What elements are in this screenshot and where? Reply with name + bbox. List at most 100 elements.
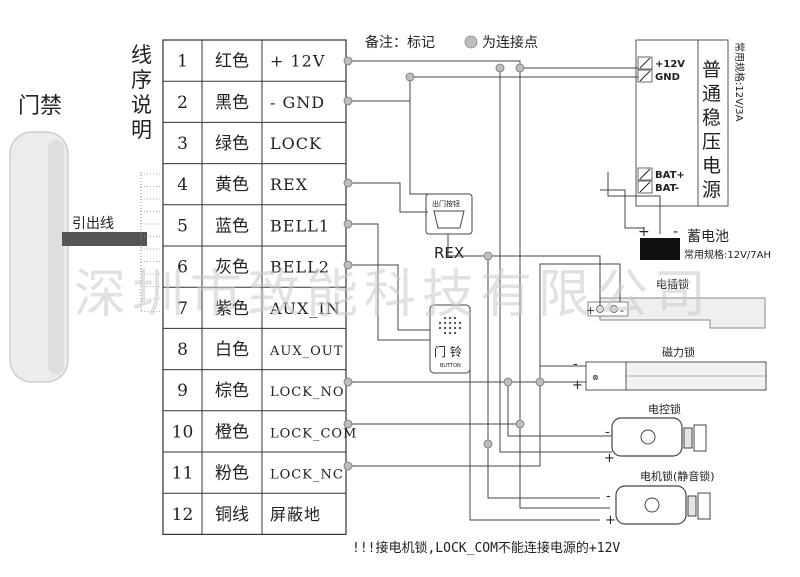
wire-signal: - GND xyxy=(270,93,325,112)
doorbell-sub: BUTTON xyxy=(440,363,461,369)
power-supply-name-char: 压 xyxy=(702,131,721,153)
connection-point xyxy=(343,96,353,106)
wire xyxy=(499,68,612,453)
lock-plus-sign: + xyxy=(572,378,583,393)
note-suffix: 为连接点 xyxy=(482,34,538,51)
heading-char: 说 xyxy=(131,93,152,117)
table-row: 3 绿色 LOCK xyxy=(177,134,322,154)
wire-number: 3 xyxy=(177,134,188,154)
grille-hole xyxy=(448,321,452,325)
wire xyxy=(487,444,600,499)
wire-number: 12 xyxy=(172,505,194,525)
lock-minus-sign: - xyxy=(573,357,578,372)
motor-lock-strike xyxy=(687,495,697,517)
table-row: 2 黑色 - GND xyxy=(177,93,325,113)
rex-button: 出门按钮 REX xyxy=(425,193,473,262)
note: 备注：标记 为连接点 xyxy=(365,34,538,51)
terminal-bat-plus: BAT+ xyxy=(655,170,685,181)
bolt-lock-screw xyxy=(610,305,618,313)
grille-hole xyxy=(458,321,462,325)
rex-button-face xyxy=(433,210,465,229)
wire xyxy=(507,382,612,437)
wire xyxy=(488,255,601,306)
grille-hole xyxy=(448,331,452,335)
table-heading: 线 序 说 明 xyxy=(131,43,152,142)
connection-point xyxy=(483,439,493,449)
doorbell-name: 门 铃 xyxy=(434,344,462,359)
wire xyxy=(409,77,448,195)
mag-lock-mark: ⊗ xyxy=(592,373,599,382)
power-supply: +12V GND BAT+ BAT- 普 通 稳 压 电 源 常用规格:12V/… xyxy=(635,39,746,207)
lock-plus-sign: + xyxy=(604,451,615,466)
lead-cable xyxy=(62,232,147,246)
control-lock-keeper xyxy=(693,424,707,452)
connection-point-legend xyxy=(464,35,478,49)
wire-number: 11 xyxy=(172,464,194,484)
lock-plus-sign: + xyxy=(605,513,616,528)
connection-point xyxy=(343,461,353,471)
wire-color: 紫色 xyxy=(215,299,249,319)
wire-number: 6 xyxy=(177,258,188,278)
wire-color: 绿色 xyxy=(215,134,249,154)
grille-hole xyxy=(438,326,442,330)
wire-number: 1 xyxy=(177,52,188,72)
lock-name: 电插锁 xyxy=(656,277,689,291)
wire-signal: REX xyxy=(270,175,308,194)
bolt-lock-rail xyxy=(599,297,766,329)
wire-number: 2 xyxy=(177,93,188,113)
control-lock-cylinder xyxy=(640,429,656,445)
grille-hole xyxy=(448,326,452,330)
wire xyxy=(348,264,430,331)
heading-char: 明 xyxy=(131,118,152,142)
lock-electric-bolt: 电插锁 + - xyxy=(586,277,766,329)
wire-number: 4 xyxy=(177,175,188,195)
wire-signal: LOCK_COM xyxy=(270,426,357,441)
power-supply-name-char: 电 xyxy=(702,155,721,177)
lock-name: 电机锁(静音锁) xyxy=(640,469,715,483)
wire-color: 橙色 xyxy=(215,422,249,442)
wire-color: 黑色 xyxy=(215,93,249,113)
wire-signal: LOCK xyxy=(270,134,322,153)
power-supply-name-char: 源 xyxy=(702,179,721,201)
terminal-bat-minus: BAT- xyxy=(655,183,679,194)
battery-spec: 常用规格:12V/7AH xyxy=(684,248,771,261)
wire-color: 白色 xyxy=(215,340,249,360)
wire-signal: LOCK_NC xyxy=(270,468,344,483)
connection-points xyxy=(343,56,545,471)
wire xyxy=(348,263,621,383)
connection-point xyxy=(503,377,513,387)
wire-color: 棕色 xyxy=(215,381,249,401)
grille-hole xyxy=(453,316,457,320)
wire-signal: AUX_OUT xyxy=(269,344,343,359)
terminal-plus12v: +12V xyxy=(655,59,685,70)
wire-signal: AUX_IN xyxy=(269,299,341,318)
wire xyxy=(447,234,489,444)
lock-minus-sign: - xyxy=(605,425,610,440)
wire xyxy=(348,223,430,341)
lock-name: 磁力锁 xyxy=(662,345,695,359)
wire-color: 蓝色 xyxy=(215,216,249,236)
connection-point xyxy=(343,219,353,229)
wire xyxy=(348,182,428,213)
power-terminals: +12V GND BAT+ BAT- xyxy=(637,56,685,194)
rex-button-top-label: 出门按钮 xyxy=(432,199,460,208)
wire-number: 10 xyxy=(172,422,194,442)
connection-point xyxy=(535,377,545,387)
motor-lock-cylinder xyxy=(644,497,660,513)
bolt-lock-terminal-block xyxy=(587,301,629,317)
grille-hole xyxy=(458,326,462,330)
motor-lock-keeper xyxy=(697,492,711,520)
wire xyxy=(348,365,586,467)
wire-signal: LOCK_NO xyxy=(270,385,344,400)
wire-color: 红色 xyxy=(215,52,249,72)
grille-hole xyxy=(453,321,457,325)
power-supply-name-char: 普 xyxy=(702,59,721,81)
table-row: 10 橙色 LOCK_COM xyxy=(172,422,357,442)
connection-point xyxy=(343,178,353,188)
